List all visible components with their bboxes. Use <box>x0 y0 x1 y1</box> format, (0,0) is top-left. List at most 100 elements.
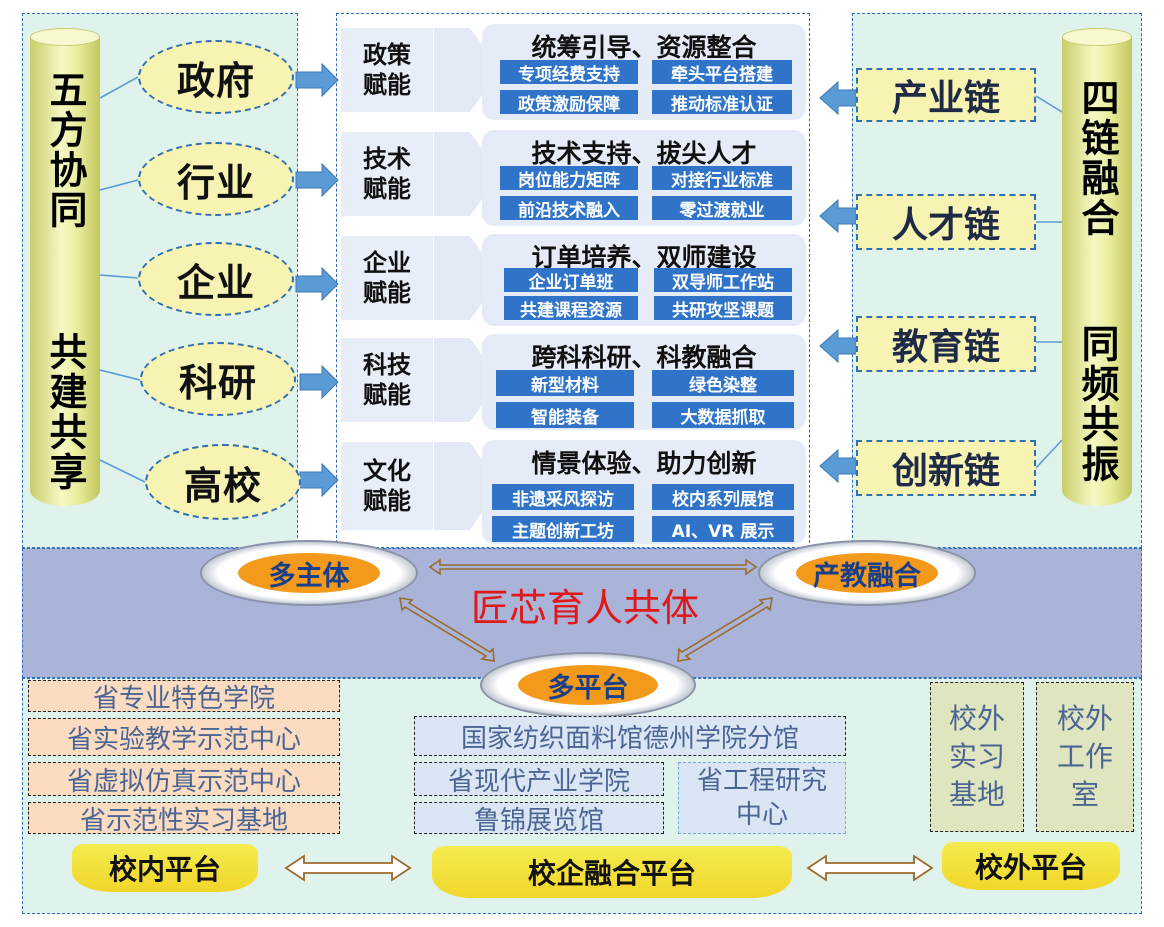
empower-label-text: 科技赋能 <box>363 351 411 409</box>
double-arrow-left-diag <box>399 597 495 662</box>
card-title: 订单培养、双师建设 <box>531 243 757 272</box>
party-university: 高校 <box>145 444 301 520</box>
card-item: 主题创新工坊 <box>492 516 634 542</box>
chain-link-4 <box>1035 439 1063 469</box>
card-item: 双导师工作站 <box>654 268 792 293</box>
node-multi-subject: 多主体 <box>200 540 418 606</box>
chain-talent: 人才链 <box>856 194 1036 250</box>
platform-campus-3: 省虚拟仿真示范中心 <box>28 762 340 797</box>
platform-enterprise-2: 省现代产业学院 <box>414 762 664 797</box>
community-center-title: 匠芯育人共体 <box>470 586 699 630</box>
empower-label-policy: 政策赋能 <box>341 28 433 112</box>
party-enterprise: 企业 <box>138 242 294 316</box>
platform-enterprise-4-text: 省工程研究中心 <box>696 766 827 830</box>
left-pillar-cap <box>30 28 100 46</box>
banner-offcampus: 校外平台 <box>942 842 1120 890</box>
left-pillar-top-text: 五方协同 <box>43 70 87 230</box>
node-multi-subject-label: 多主体 <box>238 553 380 593</box>
card-item: 对接行业标准 <box>652 166 792 191</box>
double-arrow-platform-left <box>284 854 412 882</box>
empower-card-tech: 技术支持、拔尖人才 岗位能力矩阵 对接行业标准 前沿技术融入 零过渡就业 <box>482 130 806 226</box>
card-item: 零过渡就业 <box>652 196 792 221</box>
platform-enterprise-3: 鲁锦展览馆 <box>414 802 664 836</box>
empower-card-policy: 统筹引导、资源整合 专项经费支持 牵头平台搭建 政策激励保障 推动标准认证 <box>482 24 806 120</box>
empower-label-text: 企业赋能 <box>363 249 411 307</box>
node-multi-platform-label: 多平台 <box>518 665 658 705</box>
platform-enterprise-4: 省工程研究中心 <box>678 762 846 834</box>
arrow-party-2 <box>295 162 339 198</box>
right-pillar <box>1062 36 1132 506</box>
card-item: 绿色染整 <box>652 370 794 396</box>
double-arrow-right-diag <box>677 597 773 662</box>
platform-offcampus-1: 校外实习基地 <box>930 682 1024 832</box>
empower-label-enterprise: 企业赋能 <box>341 236 433 320</box>
party-industry: 行业 <box>138 142 294 216</box>
card-item: 非遗采风探访 <box>492 484 634 510</box>
party-link-5 <box>99 459 146 483</box>
empower-label-tech: 技术赋能 <box>341 132 433 216</box>
party-link-3 <box>99 274 139 279</box>
empower-label-text: 政策赋能 <box>363 41 411 99</box>
empower-card-enterprise: 订单培养、双师建设 企业订单班 双导师工作站 共建课程资源 共研攻坚课题 <box>482 234 806 326</box>
left-pillar <box>30 36 100 506</box>
empower-label-text: 文化赋能 <box>363 457 411 515</box>
card-item: 政策激励保障 <box>500 90 638 115</box>
double-arrow-platform-right <box>806 854 934 882</box>
double-arrow-top <box>428 558 758 576</box>
right-pillar-bottom-text: 同频共振 <box>1075 324 1119 484</box>
party-link-2 <box>99 179 139 191</box>
card-title: 统筹引导、资源整合 <box>531 33 757 62</box>
platform-offcampus-2-text: 校外工作室 <box>1056 702 1113 811</box>
chain-education: 教育链 <box>856 316 1036 372</box>
arrow-chain-4 <box>819 448 857 484</box>
card-item: 大数据抓取 <box>652 402 794 428</box>
card-item: 前沿技术融入 <box>500 196 638 221</box>
party-government: 政府 <box>138 40 294 114</box>
empower-label-culture: 文化赋能 <box>341 442 433 530</box>
card-item: 共建课程资源 <box>504 296 638 321</box>
card-item: 新型材料 <box>496 370 634 396</box>
empower-label-text: 技术赋能 <box>363 145 411 203</box>
chain-industry: 产业链 <box>856 68 1036 122</box>
platform-campus-2: 省实验教学示范中心 <box>28 718 340 756</box>
card-item: 牵头平台搭建 <box>652 60 792 85</box>
platform-offcampus-2: 校外工作室 <box>1036 682 1134 832</box>
right-pillar-top-text: 四链融合 <box>1075 78 1119 238</box>
empower-card-science: 跨科科研、科教融合 新型材料 绿色染整 智能装备 大数据抓取 <box>482 334 806 430</box>
card-item: 企业订单班 <box>504 268 638 293</box>
arrow-chain-1 <box>819 80 857 116</box>
card-title: 跨科科研、科教融合 <box>531 343 757 372</box>
left-pillar-bottom-text: 共建共享 <box>43 332 87 492</box>
arrow-party-4 <box>299 364 339 400</box>
banner-enterprise: 校企融合平台 <box>432 846 792 898</box>
arrow-chain-2 <box>819 198 857 234</box>
arrow-chain-3 <box>819 328 857 364</box>
card-item: 共研攻坚课题 <box>654 296 792 321</box>
platform-offcampus-1-text: 校外实习基地 <box>948 702 1005 811</box>
node-industry-education: 产教融合 <box>758 540 976 606</box>
card-item: 岗位能力矩阵 <box>500 166 638 191</box>
card-title: 技术支持、拔尖人才 <box>531 139 757 168</box>
party-link-4 <box>99 369 141 381</box>
chain-link-1 <box>1035 95 1063 113</box>
platform-campus-4: 省示范性实习基地 <box>28 802 340 836</box>
party-research: 科研 <box>140 342 296 416</box>
card-item: AI、VR 展示 <box>652 516 794 542</box>
card-item: 专项经费支持 <box>500 60 638 85</box>
card-item: 智能装备 <box>496 402 634 428</box>
banner-campus: 校内平台 <box>72 844 258 892</box>
card-item: 推动标准认证 <box>652 90 792 115</box>
arrow-party-1 <box>295 62 339 98</box>
card-item: 校内系列展馆 <box>652 484 794 510</box>
platform-campus-1: 省专业特色学院 <box>28 680 340 714</box>
party-link-1 <box>99 76 139 99</box>
chain-innovation: 创新链 <box>856 440 1036 496</box>
empower-label-science: 科技赋能 <box>341 338 433 422</box>
empower-card-culture: 情景体验、助力创新 非遗采风探访 校内系列展馆 主题创新工坊 AI、VR 展示 <box>482 440 806 544</box>
arrow-party-5 <box>299 462 339 498</box>
platform-enterprise-1: 国家纺织面料馆德州学院分馆 <box>414 716 846 756</box>
right-pillar-cap <box>1062 28 1132 46</box>
arrow-party-3 <box>295 266 339 302</box>
card-title: 情景体验、助力创新 <box>531 449 757 478</box>
node-industry-education-label: 产教融合 <box>796 553 938 593</box>
